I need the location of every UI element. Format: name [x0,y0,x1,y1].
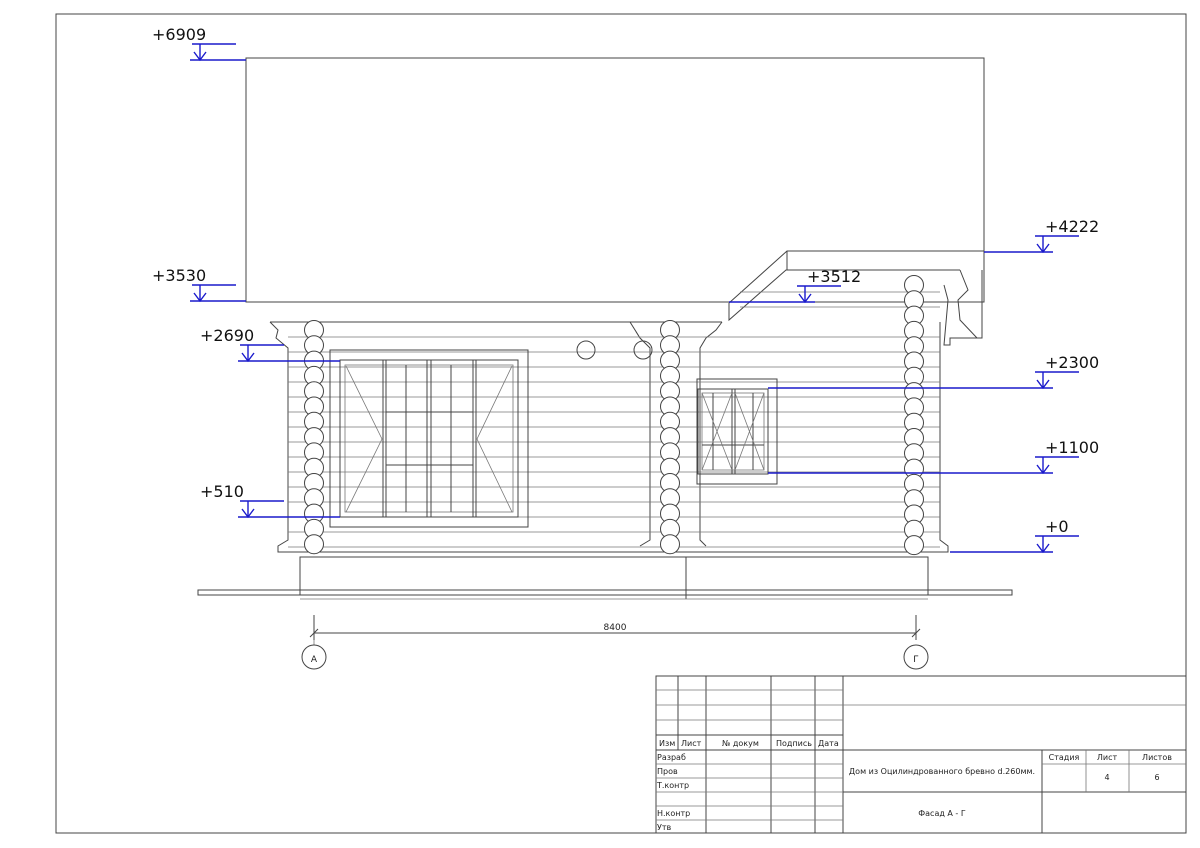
project-name: Дом из Оцилиндрованного бревно d.260мм. [849,767,1035,776]
svg-text:Лист: Лист [681,739,702,748]
axis-marker-g: Г [903,644,929,670]
drawing-title: Фасад А - Г [918,809,966,818]
dimension-line: 8400 [309,615,921,640]
vent-left [576,340,596,360]
svg-text:Листов: Листов [1142,753,1172,762]
elevation-label: +2300 [1045,353,1099,372]
elevation-mark-window-top-right: +2300 [768,353,1099,390]
elevation-label: +6909 [152,25,206,44]
elevation-mark-porch-roof-top: +4222 [984,217,1099,254]
elevation-label: +2690 [200,326,254,345]
elevation-mark-ground: +0 [950,517,1079,554]
svg-text:Утв: Утв [657,823,672,832]
elevation-label: +1100 [1045,438,1099,457]
elevation-mark-window-bottom-right: +1100 [768,438,1099,475]
elevation-mark-window-top-left: +2690 [200,326,340,363]
dimension-label: 8400 [604,623,627,633]
window-right [696,378,778,485]
svg-text:Изм: Изм [659,739,675,748]
svg-text:Н.контр: Н.контр [657,809,690,818]
svg-text:Дата: Дата [818,739,839,748]
elevation-mark-eave-left: +3530 [152,266,246,303]
svg-text:Г: Г [913,655,919,665]
elevation-mark-porch-eave: +3512 [729,267,861,304]
elevation-label: +510 [200,482,244,501]
svg-text:Подпись: Подпись [776,739,812,748]
porch-roof [728,250,984,346]
svg-text:Т.контр: Т.контр [656,781,689,790]
axis-marker-a: А [301,640,327,670]
elevation-mark-window-bottom-left: +510 [200,482,340,519]
elevation-label: +4222 [1045,217,1099,236]
elevation-label: +3530 [152,266,206,285]
window-left [329,349,529,528]
vent-right [633,340,653,360]
title-block: Изм Лист № докум Подпись Дата Разраб Про… [655,675,1187,834]
svg-text:Лист: Лист [1097,753,1118,762]
svg-text:Стадия: Стадия [1049,753,1080,762]
sheet-number: 4 [1104,773,1109,782]
log-end [904,535,924,556]
elevation-label: +3512 [807,267,861,286]
svg-text:Пров: Пров [657,767,678,776]
elevation-mark-roof-ridge: +6909 [152,25,246,62]
main-roof [245,57,985,303]
foundation [197,556,1013,600]
sheet-frame [55,13,1187,834]
log-end [304,534,324,555]
log-end [660,534,680,555]
svg-text:№ докум: № докум [722,739,759,748]
sheets-total: 6 [1154,773,1159,782]
svg-text:А: А [311,655,318,665]
log-wall [269,275,949,556]
svg-text:Разраб: Разраб [657,753,686,762]
elevation-label: +0 [1045,517,1069,536]
